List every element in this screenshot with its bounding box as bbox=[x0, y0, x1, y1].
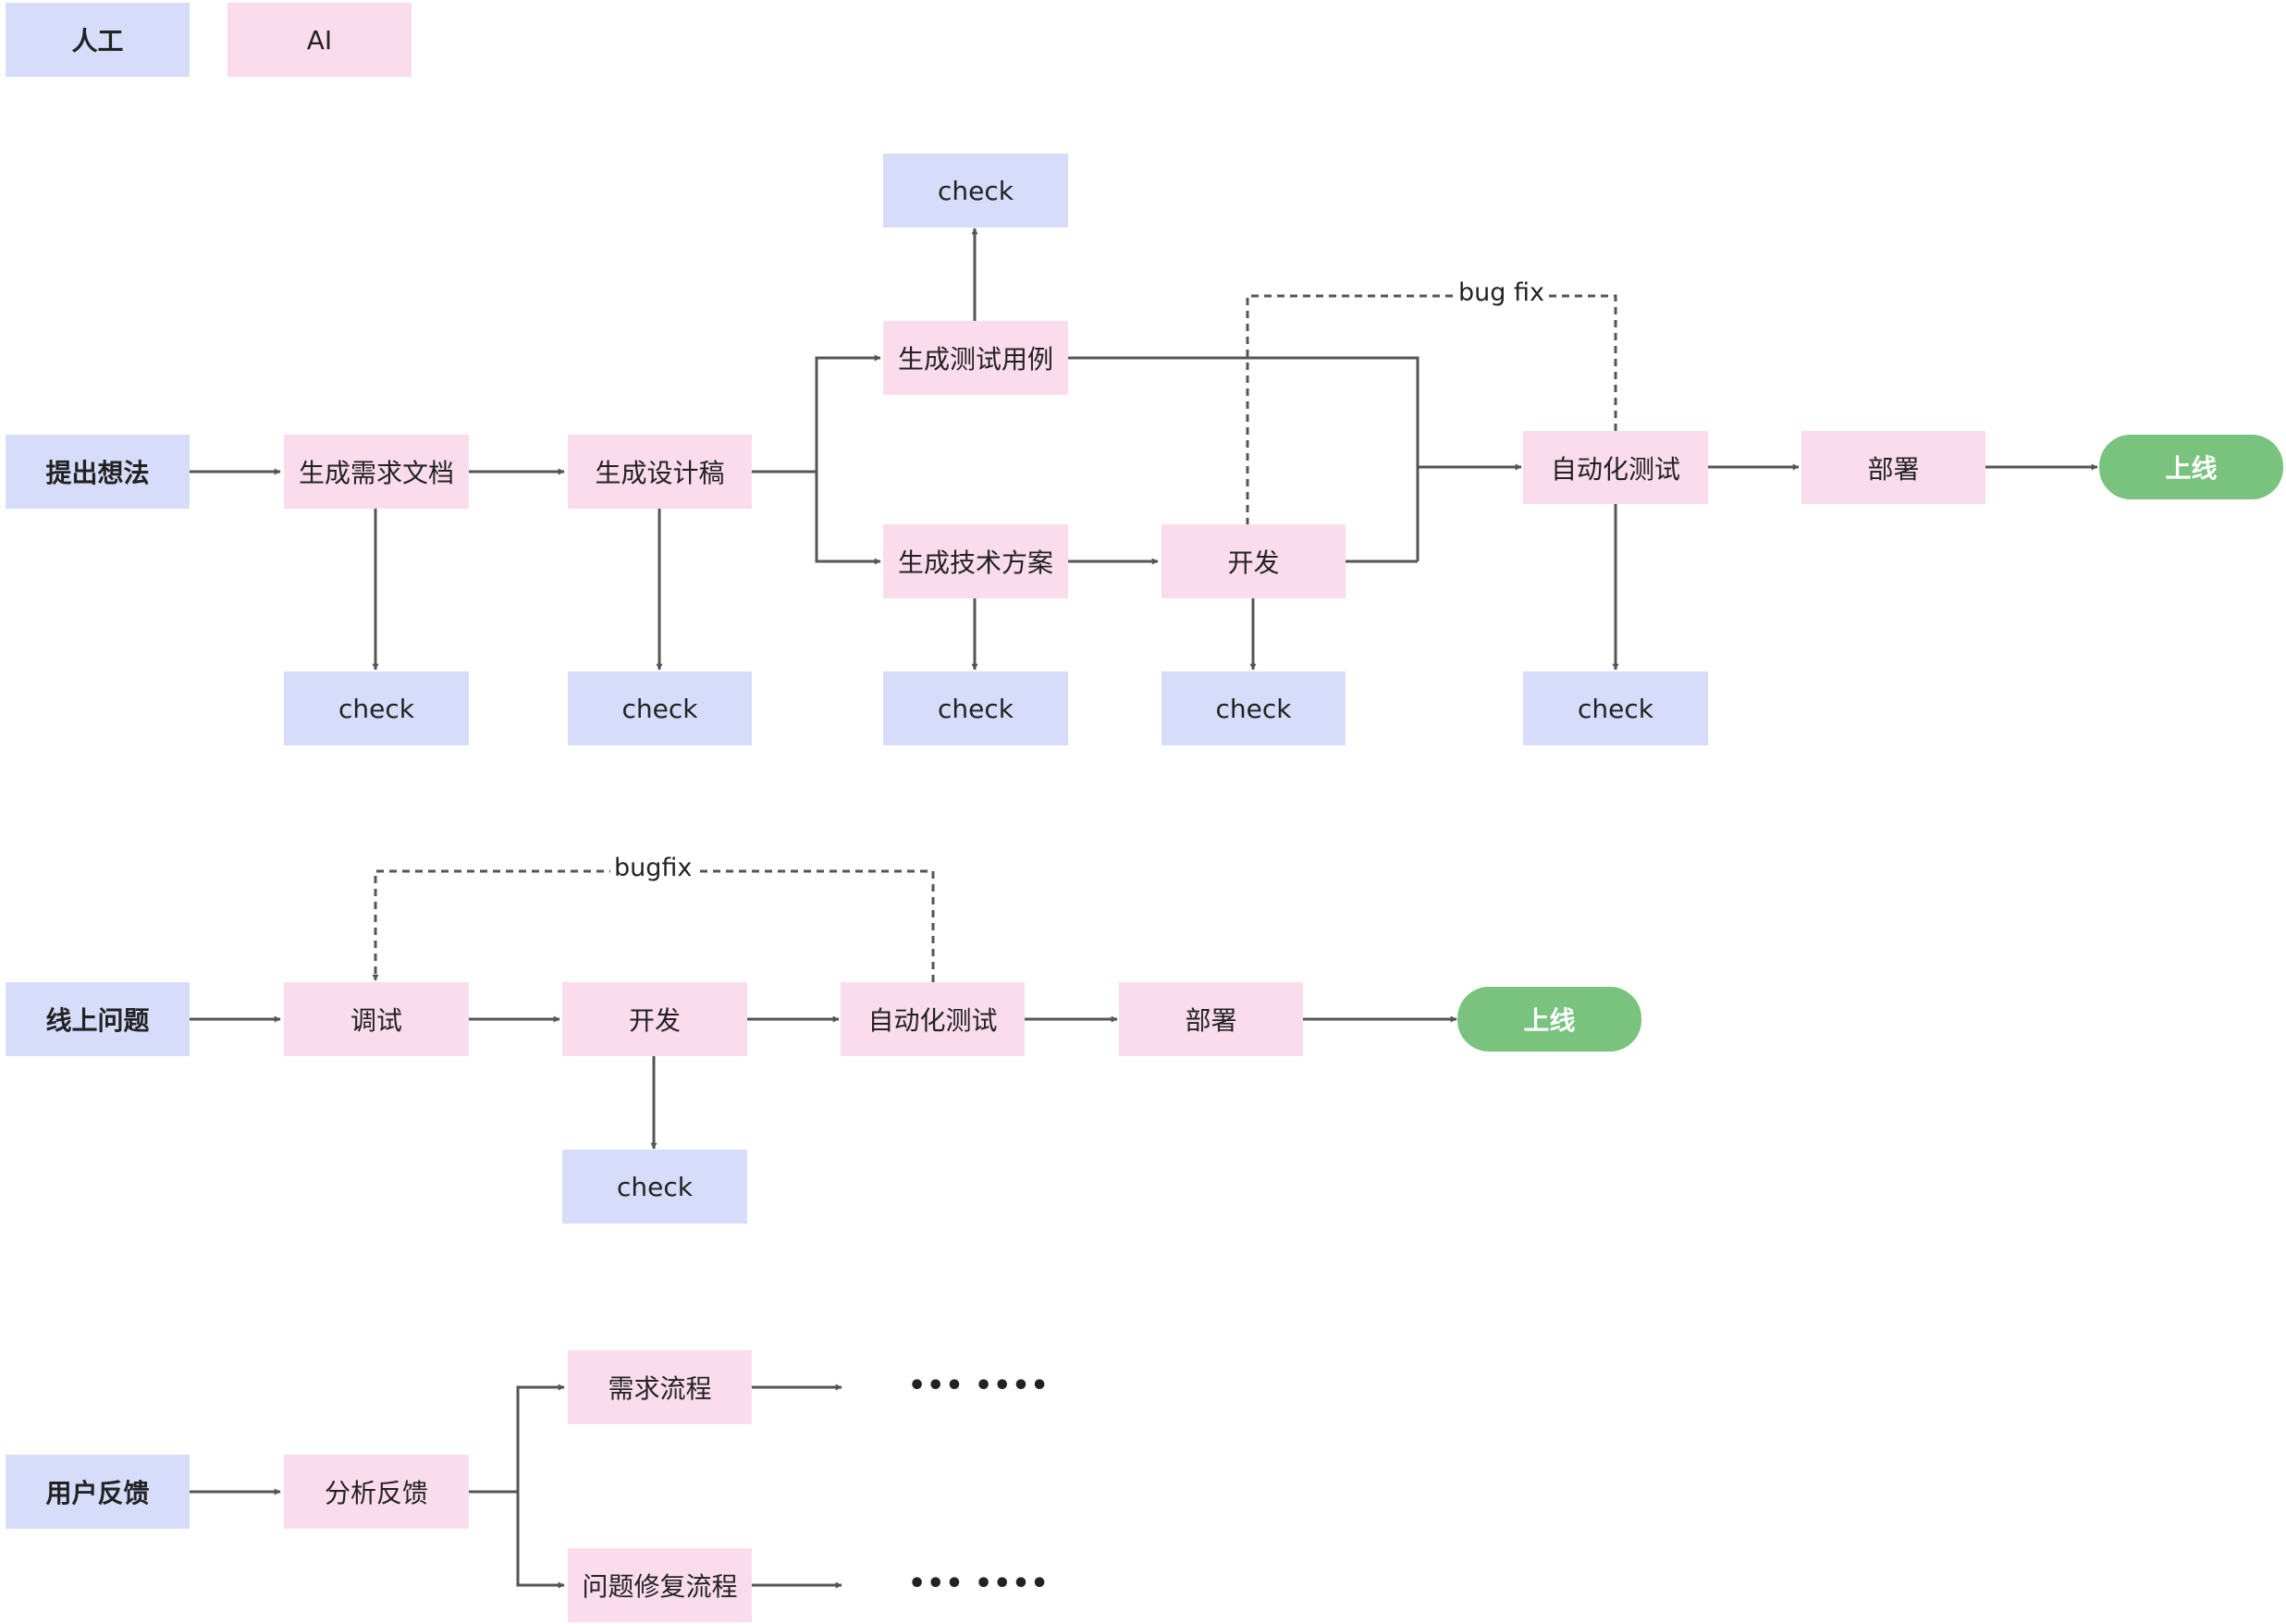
node-check-develop-2: check bbox=[562, 1150, 747, 1224]
legend-human: 人工 bbox=[6, 3, 190, 77]
node-check-requirements: check bbox=[284, 671, 469, 745]
label-bugfix: bugfix bbox=[610, 854, 696, 882]
node-fix-flow: 问题修复流程 bbox=[568, 1548, 752, 1622]
legend-ai: AI bbox=[227, 3, 412, 77]
ellipsis-fix-flow: ••• •••• bbox=[908, 1568, 1050, 1600]
node-check-autotest: check bbox=[1523, 671, 1708, 745]
node-requirements-doc: 生成需求文档 bbox=[284, 435, 469, 509]
node-idea: 提出想法 bbox=[6, 435, 190, 509]
node-online: 上线 bbox=[2099, 435, 2283, 499]
node-develop-2: 开发 bbox=[562, 982, 747, 1056]
node-auto-test: 自动化测试 bbox=[1523, 431, 1708, 504]
label-bug-fix: bug fix bbox=[1455, 278, 1548, 307]
edge-bugfix-loop-1 bbox=[1244, 294, 1617, 532]
node-check-develop: check bbox=[1161, 671, 1346, 745]
node-check-techplan: check bbox=[883, 671, 1068, 745]
node-deploy: 部署 bbox=[1801, 431, 1985, 504]
node-user-feedback: 用户反馈 bbox=[6, 1455, 190, 1529]
node-auto-test-2: 自动化测试 bbox=[841, 982, 1025, 1056]
edge-split-to-techplan bbox=[815, 472, 881, 565]
node-develop: 开发 bbox=[1161, 524, 1346, 598]
node-online-issue: 线上问题 bbox=[6, 982, 190, 1056]
node-analyze-feedback: 分析反馈 bbox=[284, 1455, 469, 1529]
node-tech-plan: 生成技术方案 bbox=[883, 524, 1068, 598]
node-check-design: check bbox=[568, 671, 752, 745]
node-debug: 调试 bbox=[284, 982, 469, 1056]
edge-testcases-to-merge bbox=[1068, 356, 1420, 561]
node-online-2: 上线 bbox=[1457, 987, 1641, 1052]
node-check-testcases: check bbox=[883, 154, 1068, 228]
edge-split-to-fix-flow bbox=[516, 1492, 565, 1589]
ellipsis-requirement-flow: ••• •••• bbox=[908, 1370, 1050, 1402]
node-test-cases: 生成测试用例 bbox=[883, 321, 1068, 395]
edge-split-to-requirement-flow bbox=[516, 1384, 565, 1492]
edge-split-to-testcases bbox=[815, 354, 881, 472]
edge-bugfix-loop-2 bbox=[372, 869, 935, 982]
node-deploy-2: 部署 bbox=[1119, 982, 1303, 1056]
node-design-draft: 生成设计稿 bbox=[568, 435, 752, 509]
node-requirement-flow: 需求流程 bbox=[568, 1350, 752, 1424]
